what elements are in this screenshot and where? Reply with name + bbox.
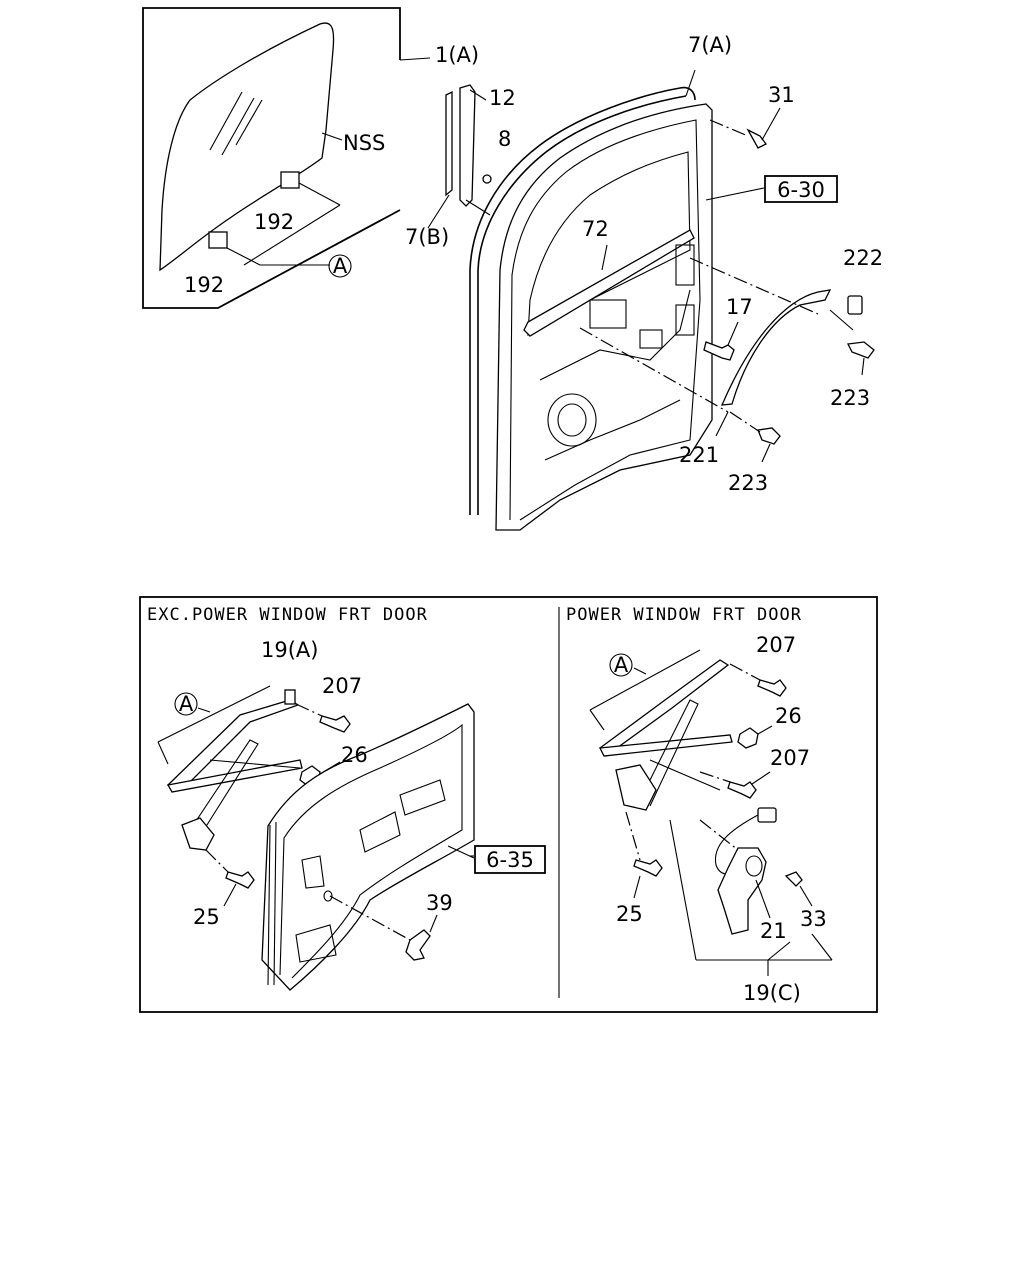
- label-cap-222: 222: [843, 246, 883, 270]
- label-run-7b: 7(B): [405, 225, 449, 249]
- label-bolt-17: 17: [726, 295, 753, 319]
- clip-192-lower: [208, 231, 228, 249]
- ref-box-6-35: 6-35: [474, 845, 546, 874]
- screw-33: [784, 871, 803, 887]
- screw-8: [482, 174, 492, 184]
- label-glass-1a: 1(A): [435, 43, 479, 67]
- door-trim-panel: [261, 703, 475, 991]
- svg-text:6-35: 6-35: [486, 848, 534, 872]
- bolt-207-left: [319, 715, 351, 733]
- bolt-25-right: [633, 859, 663, 877]
- label-screw-223-lower: 223: [728, 471, 768, 495]
- bottom-frame: [139, 596, 878, 1013]
- regulator-19a-bar: [166, 759, 303, 793]
- window-motor-21: [717, 847, 767, 935]
- label-motor-21: 21: [760, 919, 787, 943]
- label-garnish-221: 221: [679, 443, 719, 467]
- caption-power-window: POWER WINDOW FRT DOOR: [566, 605, 802, 625]
- caption-manual-window: EXC.POWER WINDOW FRT DOOR: [147, 605, 428, 625]
- weatherstrip-7a: [469, 86, 696, 515]
- bolt-207-right-mid: [727, 781, 757, 799]
- label-nut-26-right: 26: [775, 704, 802, 728]
- bolt-207-right-top: [757, 679, 787, 697]
- svg-text:A: A: [614, 653, 629, 677]
- cap-222: [847, 295, 863, 315]
- garnish-221: [720, 289, 832, 406]
- ref-box-6-30: 6-30: [764, 175, 838, 203]
- screw-223-lower: [757, 427, 781, 445]
- label-bolt-207-right-top: 207: [756, 633, 796, 657]
- regulator-19c-bar: [598, 734, 733, 757]
- label-screw-33: 33: [800, 907, 827, 931]
- label-nss: NSS: [343, 131, 385, 155]
- label-handle-39: 39: [426, 891, 453, 915]
- channel-12: [459, 84, 476, 207]
- label-seal-72: 72: [582, 217, 609, 241]
- label-screw-223-upper: 223: [830, 386, 870, 410]
- screw-223-upper: [847, 341, 875, 359]
- glass-inset-frame: [142, 7, 401, 309]
- glass-run-7b: [445, 90, 453, 197]
- clip-192-upper: [280, 171, 300, 189]
- label-bolt-207-left: 207: [322, 674, 362, 698]
- belt-seal-72: [523, 229, 695, 337]
- label-nut-26-left: 26: [341, 743, 368, 767]
- svg-text:6-30: 6-30: [777, 178, 825, 202]
- screw-31: [746, 128, 767, 149]
- door-glass: [159, 22, 335, 272]
- bolt-25-left: [225, 871, 255, 889]
- label-bolt-25-right: 25: [616, 902, 643, 926]
- ref-a-right: A: [609, 653, 633, 677]
- svg-text:A: A: [333, 254, 348, 278]
- ref-a-left: A: [174, 692, 198, 716]
- label-clip-192-upper: 192: [254, 210, 294, 234]
- label-screw-8: 8: [498, 127, 511, 151]
- bolt-17: [703, 341, 735, 361]
- label-regulator-19a: 19(A): [261, 638, 318, 662]
- motor-connector: [757, 807, 777, 823]
- door-inner-panel: [495, 103, 713, 531]
- label-regulator-19c: 19(C): [743, 981, 801, 1005]
- window-handle-39: [405, 929, 431, 961]
- label-bolt-207-right-mid: 207: [770, 746, 810, 770]
- label-screw-31: 31: [768, 83, 795, 107]
- svg-text:A: A: [179, 692, 194, 716]
- label-bolt-25-left: 25: [193, 905, 220, 929]
- label-channel-12: 12: [489, 86, 516, 110]
- label-clip-192-lower: 192: [184, 273, 224, 297]
- ref-a-top: A: [328, 254, 352, 278]
- nut-26-right: [737, 727, 759, 749]
- label-weatherstrip-7a: 7(A): [688, 33, 732, 57]
